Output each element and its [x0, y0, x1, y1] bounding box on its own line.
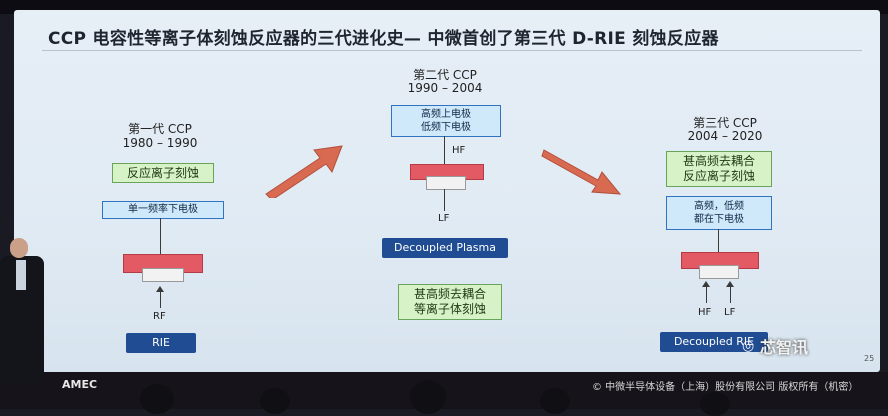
audience-head: [410, 380, 446, 414]
page-number: 25: [864, 354, 875, 363]
audience-head: [700, 392, 730, 416]
presentation-slide: CCP 电容性等离子体刻蚀反应器的三代进化史— 中微首创了第三代 D-RIE 刻…: [14, 10, 880, 372]
gen3-process-box: 甚高频去耦合 反应离子刻蚀: [666, 151, 772, 187]
gen1-electrode-box: 单一频率下电极: [102, 201, 224, 219]
audience-head: [260, 388, 290, 414]
gen1-connector: [160, 218, 161, 254]
gen2-wafer: [426, 176, 466, 190]
gen3-signal-left: HF: [698, 307, 712, 318]
presenter: [0, 238, 46, 383]
gen3-electrode-line2: 都在下电极: [694, 214, 744, 225]
gen3-lf-arrow-icon: [726, 281, 734, 287]
gen3-process-line2: 反应离子刻蚀: [682, 169, 755, 183]
gen2-process-box: 甚高频去耦合 等离子体刻蚀: [398, 284, 502, 320]
gen2-hf-connector: [444, 136, 445, 164]
gen3-electrode-box: 高频，低频 都在下电极: [666, 196, 772, 230]
gen1-process-box: 反应离子刻蚀: [112, 163, 214, 183]
slide-title: CCP 电容性等离子体刻蚀反应器的三代进化史— 中微首创了第三代 D-RIE 刻…: [48, 29, 719, 49]
gen2-years: 1990 – 2004: [407, 81, 483, 95]
gen3-badge: Decoupled RIE: [660, 332, 768, 352]
gen1-title: 第一代 CCP: [128, 122, 192, 136]
gen3-hf-line: [706, 287, 707, 303]
arrow-right-up-icon: [265, 145, 343, 198]
gen3-years: 2004 – 2020: [687, 129, 763, 143]
gen2-lf-connector: [444, 189, 445, 211]
title-divider: [42, 50, 862, 51]
wechat-icon: ◎: [742, 338, 755, 354]
presenter-shirt: [16, 260, 26, 290]
gen2-process-line2: 等离子体刻蚀: [413, 302, 486, 316]
gen1-signal-label: RF: [153, 311, 166, 322]
gen2-title: 第二代 CCP: [413, 68, 477, 82]
audience-head: [540, 388, 570, 414]
gen2-electrode-box: 高频上电极 低频下电极: [391, 105, 501, 137]
gen3-lf-line: [730, 287, 731, 303]
audience-head: [140, 384, 174, 414]
gen1-rf-arrow-icon: [156, 286, 164, 292]
gen2-process-line1: 甚高频去耦合: [413, 287, 486, 301]
gen1-rf-line: [160, 292, 161, 308]
gen2-signal-top: HF: [452, 145, 466, 156]
gen3-electrode-line1: 高频，低频: [694, 201, 744, 212]
gen1-badge: RIE: [126, 333, 196, 353]
gen3-connector: [718, 229, 719, 253]
footer-copyright: © 中微半导体设备（上海）股份有限公司 版权所有（机密）: [592, 382, 859, 393]
presenter-head: [10, 238, 28, 258]
gen2-signal-bottom: LF: [438, 213, 450, 224]
gen3-signal-right: LF: [724, 307, 736, 318]
gen1-years: 1980 – 1990: [122, 136, 198, 150]
gen1-wafer: [142, 268, 184, 282]
gen2-electrode-line1: 高频上电极: [421, 109, 471, 120]
watermark-text: 芯智讯: [760, 338, 809, 357]
arrow-right-down-icon: [541, 149, 622, 195]
footer-logo: AMEC: [62, 378, 98, 391]
gen3-title: 第三代 CCP: [693, 116, 757, 130]
gen3-hf-arrow-icon: [702, 281, 710, 287]
gen2-electrode-line2: 低频下电极: [421, 122, 471, 133]
gen3-process-line1: 甚高频去耦合: [682, 154, 755, 168]
gen2-badge: Decoupled Plasma: [382, 238, 508, 258]
gen3-wafer: [699, 265, 739, 279]
